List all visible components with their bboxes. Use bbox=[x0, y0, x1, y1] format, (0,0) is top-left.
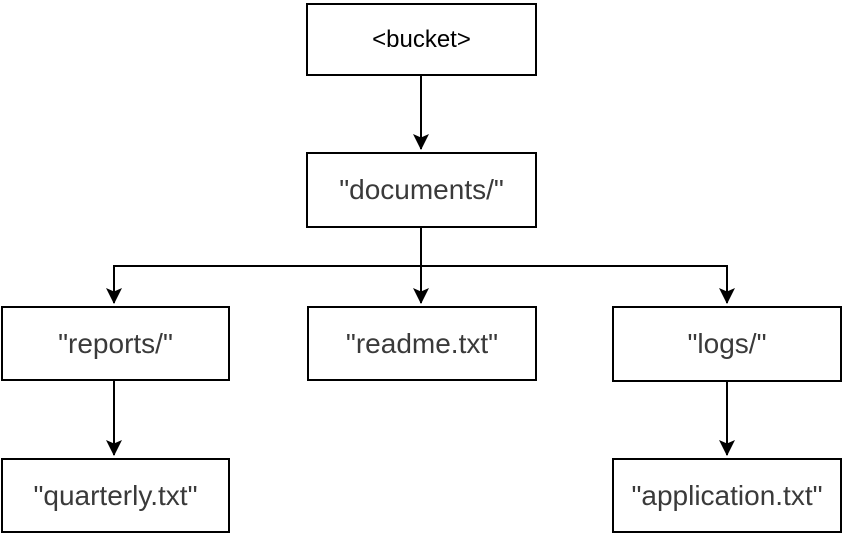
node-logs-label: "logs/" bbox=[687, 328, 767, 359]
node-logs: "logs/" bbox=[612, 306, 842, 382]
node-reports-label: "reports/" bbox=[58, 327, 173, 359]
node-bucket-label: <bucket> bbox=[372, 25, 471, 53]
node-bucket: <bucket> bbox=[306, 3, 537, 76]
node-readme: "readme.txt" bbox=[307, 306, 537, 381]
node-quarterly-label: "quarterly.txt" bbox=[33, 479, 198, 511]
node-documents-label: "documents/" bbox=[339, 174, 504, 205]
node-readme-label: "readme.txt" bbox=[345, 327, 499, 359]
node-reports: "reports/" bbox=[1, 306, 230, 381]
node-application-label: "application.txt" bbox=[631, 479, 823, 511]
node-documents: "documents/" bbox=[306, 152, 537, 228]
node-application: "application.txt" bbox=[612, 458, 842, 533]
node-quarterly: "quarterly.txt" bbox=[1, 458, 230, 533]
